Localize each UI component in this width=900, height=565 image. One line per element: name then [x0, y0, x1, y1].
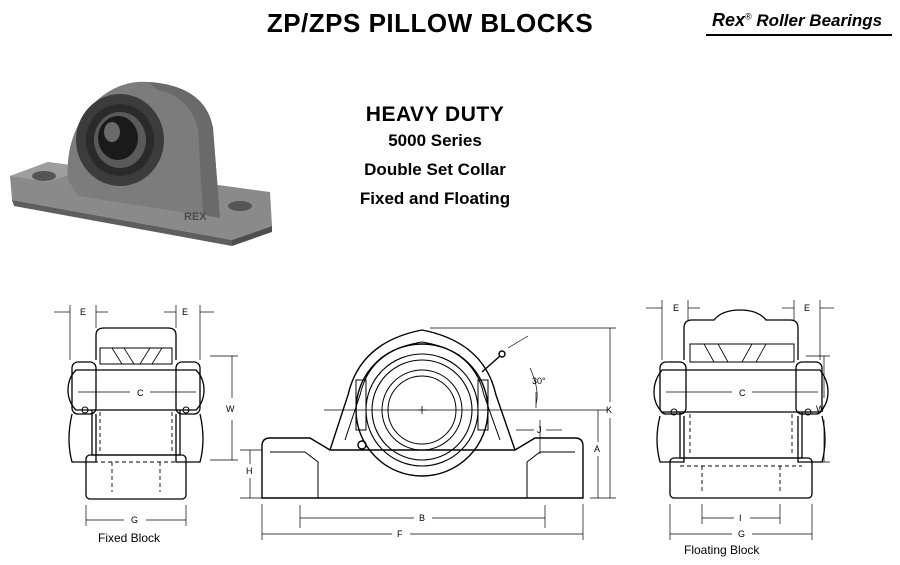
floating-block-drawing [653, 309, 829, 499]
page-title: ZP/ZPS PILLOW BLOCKS [266, 8, 594, 38]
pillow-block-photo: REX [10, 81, 272, 246]
fixed-dim-e-right: E [182, 307, 188, 317]
product-heading: HEAVY DUTY [365, 103, 505, 126]
side-dim-b: B [419, 513, 425, 523]
brand-registered-mark: ® [745, 11, 752, 22]
brand-logo: Rex® Roller Bearings [712, 10, 882, 31]
floating-dim-e-left: E [673, 303, 679, 313]
fixed-dim-g: G [131, 515, 138, 525]
fixed-block-dimensions [54, 305, 238, 526]
floating-dim-c: C [739, 388, 746, 398]
floating-dim-w: W [816, 404, 825, 414]
floating-dim-e-right: E [804, 303, 810, 313]
side-dim-f: F [397, 529, 403, 539]
fixed-dim-c: C [137, 388, 144, 398]
floating-block-dimensions [646, 300, 834, 540]
floating-dim-g: G [738, 529, 745, 539]
side-view-drawing [261, 329, 584, 499]
fixed-dim-e-left: E [80, 307, 86, 317]
brand-tagline: Roller Bearings [756, 11, 883, 30]
floating-block-caption: Floating Block [684, 543, 760, 557]
fixed-block-caption: Fixed Block [98, 531, 161, 545]
product-collar: Double Set Collar [364, 160, 506, 179]
side-dim-h: H [246, 466, 253, 476]
brand-name: Rex [712, 10, 746, 30]
side-dim-k: K [606, 405, 612, 415]
floating-dim-i: I [739, 513, 742, 523]
brand-underline [706, 34, 892, 36]
casting-mark: REX [184, 211, 207, 223]
side-view-dimensions [240, 327, 616, 540]
fixed-dim-w: W [226, 404, 235, 414]
product-type: Fixed and Floating [359, 189, 511, 208]
side-dim-a: A [594, 444, 600, 454]
fixed-block-drawing [67, 327, 205, 500]
side-dim-j: J [537, 425, 542, 435]
product-series: 5000 Series [388, 131, 482, 150]
side-dim-angle: 30° [532, 376, 546, 386]
